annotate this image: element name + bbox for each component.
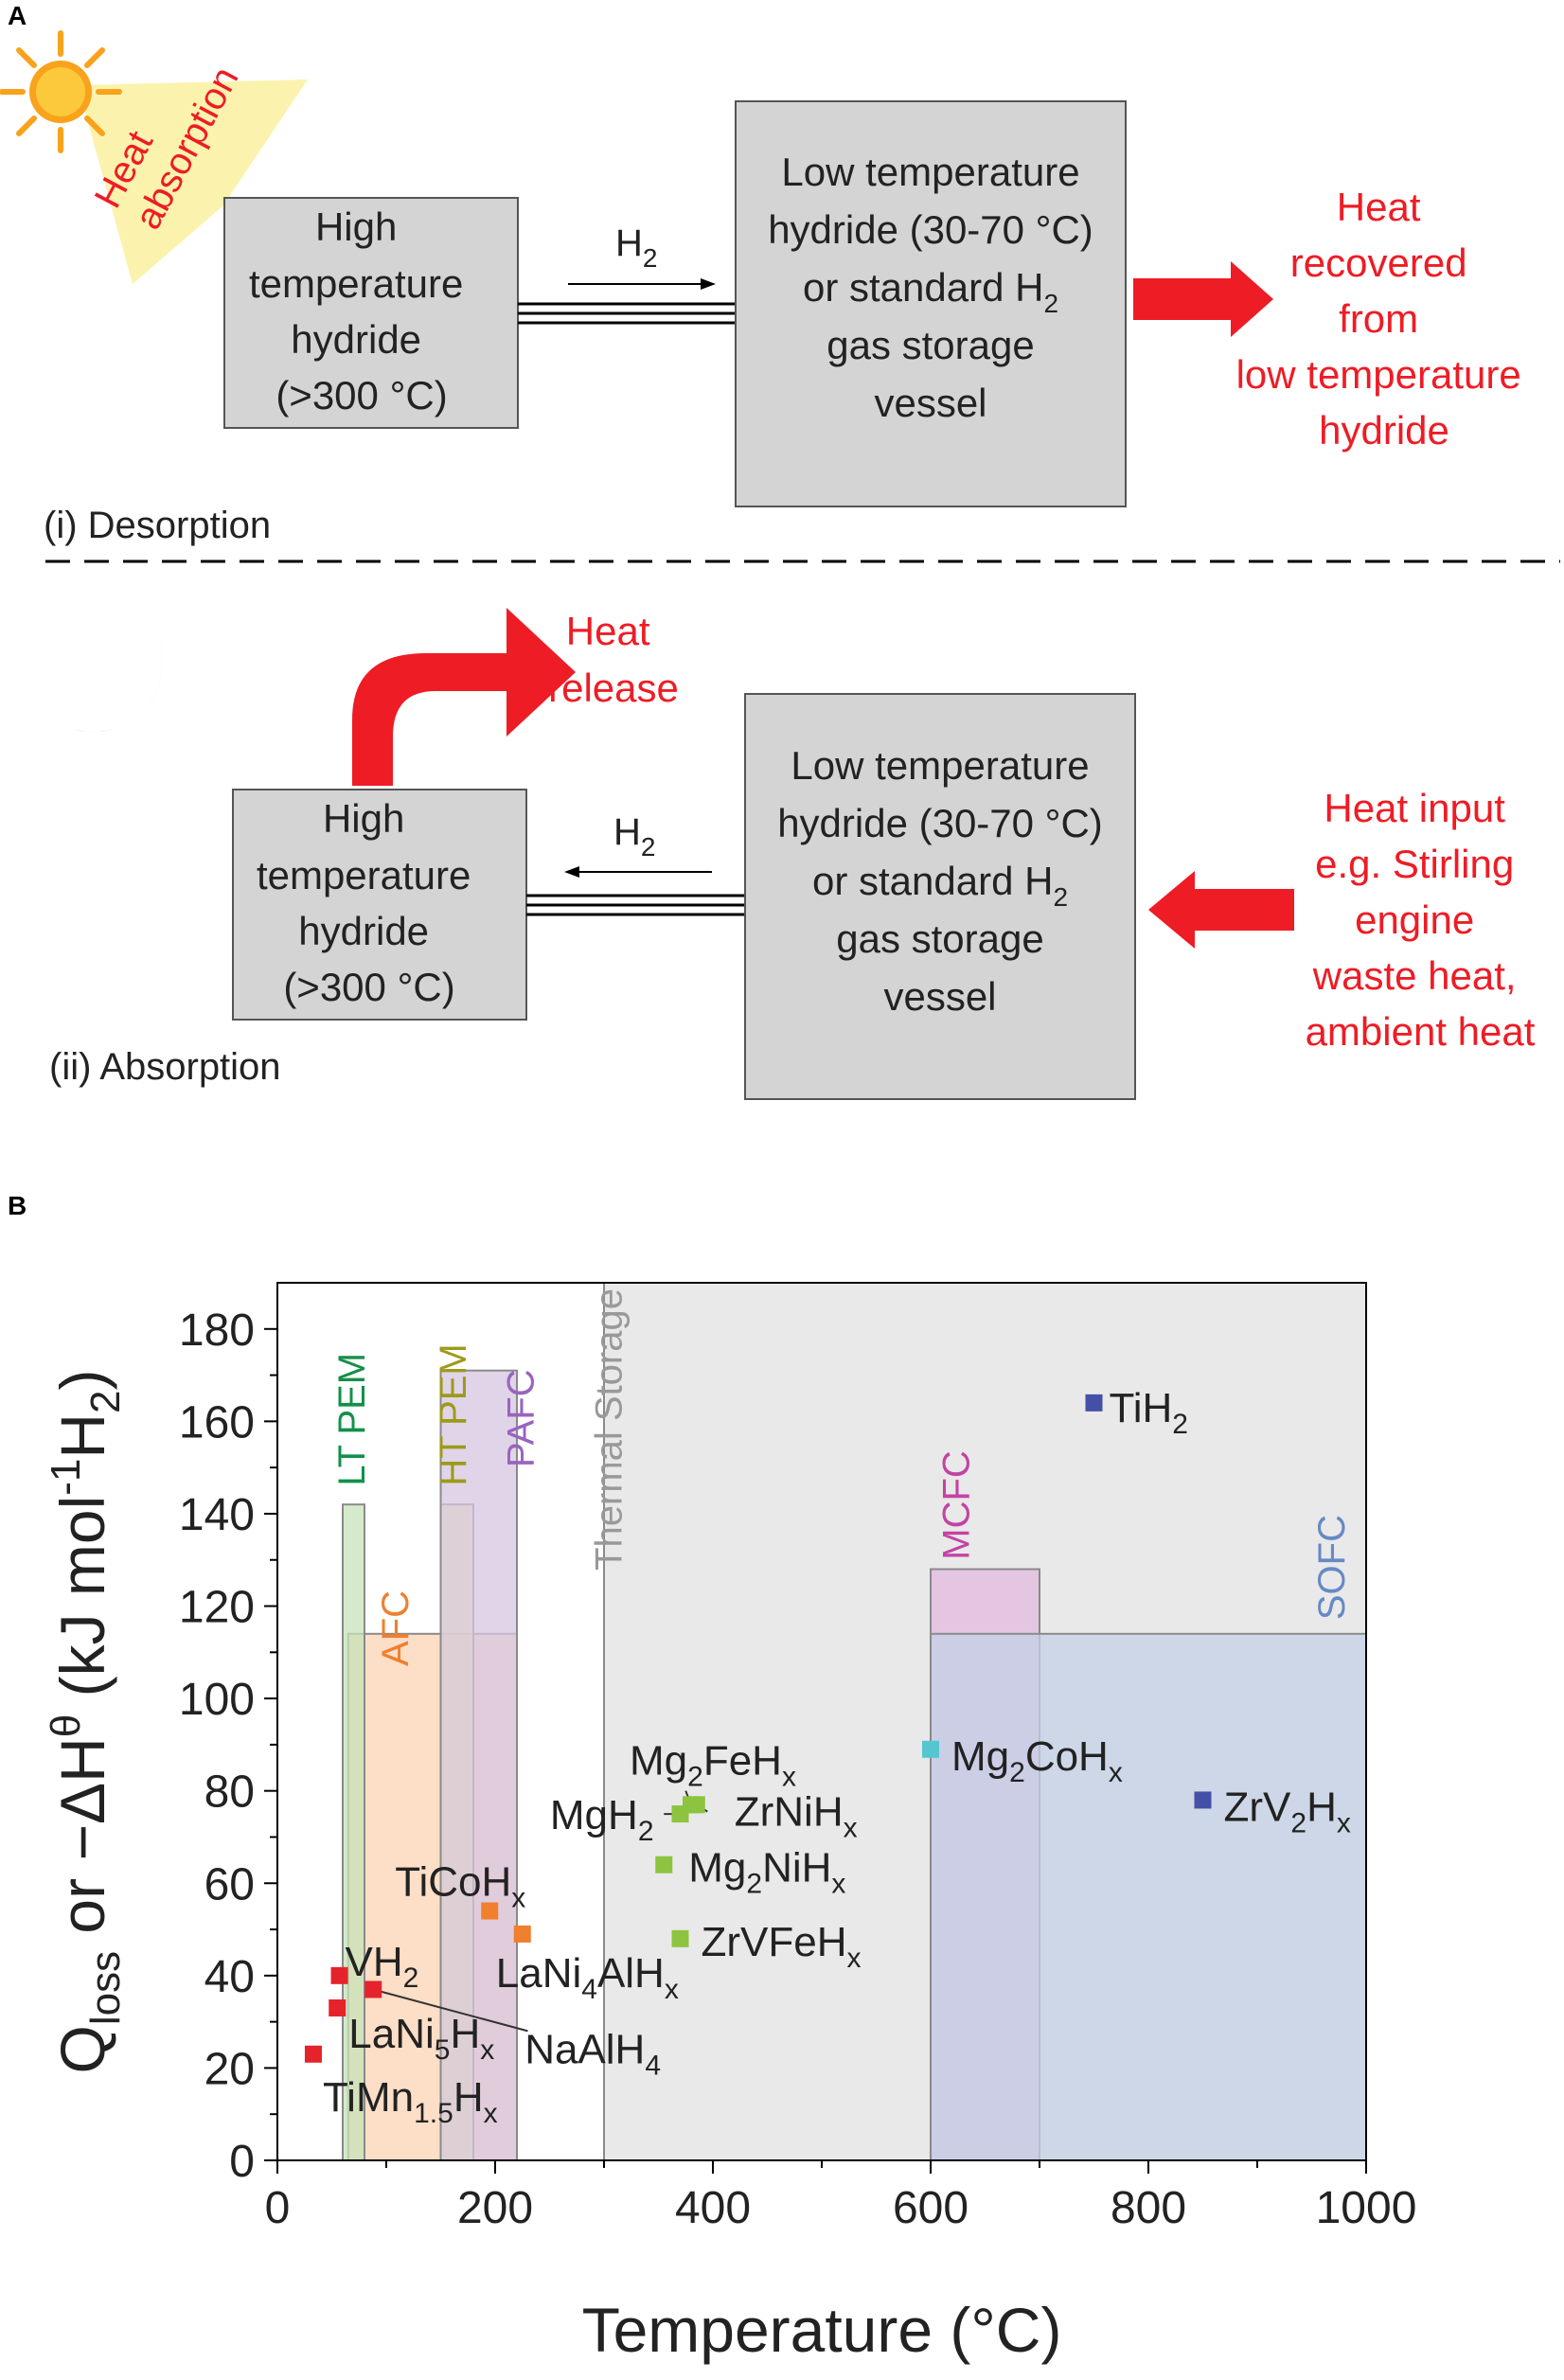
point-label-naalh4: NaAlH4 [524,2026,661,2081]
region-label-thermal-storage: Thermal Storage [588,1288,630,1571]
sun-icon [0,30,122,153]
x-tick-label: 0 [265,2183,291,2233]
point-label-zrv2hx: ZrV2Hx [1224,1784,1351,1838]
point-zrvfehx [671,1929,689,1947]
low-temp-hydride-text: Low temperature hydride (30-70 °C) or stan… [768,150,1093,425]
heat-recovered-arrow [1133,261,1273,337]
heat-recovered-label: Heat recovered from low temperature hydr… [1236,185,1533,453]
point-lani4alhx [513,1925,531,1943]
point-lani5hx [329,1998,347,2016]
h2-pipe [518,302,736,325]
absorption-caption: (ii) Absorption [49,1046,281,1088]
low-box-desorption-line: Low temperature [781,150,1079,194]
point-ticohx [481,1902,499,1920]
y-tick-label: 160 [179,1397,255,1448]
y-tick-label: 80 [204,1767,255,1818]
panel-b-label: B [8,1191,27,1220]
low-temp-hydride-box [735,100,1127,507]
low-box-desorption-line: or standard H2 [803,265,1058,318]
point-label-mg2fehx: Mg2FeHx [630,1737,796,1792]
region-pafc [439,1369,518,2161]
heat-input-label: Heat input e.g. Stirling engine waste he… [1306,786,1536,1054]
point-label-lani4alhx: LaNi4AlHx [496,1950,679,2005]
x-tick-label: 600 [893,2183,969,2233]
low-box-absorption-line: hydride (30-70 °C) [777,801,1103,845]
point-zrv2hx [1194,1791,1212,1809]
y-tick-label: 20 [204,2044,255,2094]
point-vh2 [330,1966,348,1984]
panel-a-label: A [8,1,27,30]
low-temp-hydride-text-2: Low temperature hydride (30-70 °C) or stan… [777,743,1103,1019]
y-tick-label: 140 [179,1490,255,1540]
h2-pipe-2 [526,894,745,916]
high-temp-hydride-box-2 [232,789,527,1021]
point-label-vh2: VH2 [346,1939,419,1994]
point-label-timn1-5hx: TiMn1.5Hx [323,2074,498,2129]
y-tick-label: 0 [229,2137,255,2187]
moon-icon [44,613,163,733]
point-label-ticohx: TiCoHx [395,1859,525,1914]
point-label-mg2nihx: Mg2NiHx [688,1845,845,1900]
absorption-section: Heat release High temperature hydride (>… [44,608,1536,1100]
y-tick-label: 100 [179,1675,255,1725]
desorption-section: Heat absorption High temperature hydride… [0,30,1533,546]
heat-input-arrow [1148,871,1294,949]
point-label-zrnihx: ZrNiHx [735,1788,858,1843]
y-tick-label: 60 [204,1859,255,1909]
region-lt-pem [342,1503,365,2161]
point-mgh2 [671,1805,689,1823]
y-tick-label: 120 [179,1583,255,1633]
region-label-afc: AFC [375,1590,417,1666]
x-tick-label: 800 [1111,2183,1186,2233]
low-box-absorption-line: vessel [883,974,996,1019]
low-box-absorption-line: Low temperature [791,743,1089,788]
point-naalh4 [364,1980,382,1998]
low-box-desorption-line: gas storage [826,323,1034,367]
region-label-ht-pem: HT PEM [433,1343,474,1485]
point-label-lani5hx: LaNi5Hx [348,2011,494,2066]
low-box-absorption-line: gas storage [836,916,1043,961]
x-tick-label: 400 [675,2183,751,2233]
y-tick-label: 180 [179,1305,255,1356]
point-label-zrvfehx: ZrVFeHx [702,1919,862,1974]
heat-release-arrow [352,608,576,786]
low-box-absorption-line: or standard H2 [812,859,1068,912]
region-label-mcfc: MCFC [935,1450,977,1560]
y-axis-label: Qloss or −ΔHθ (kJ mol-1H2) [43,1370,129,2074]
x-tick-label: 1000 [1316,2183,1417,2233]
low-temp-hydride-box-2 [744,693,1136,1100]
high-temp-hydride-text-2: High temperature hydride (>300 °C) [257,796,482,1009]
leader-line [372,1988,528,2033]
point-tih2 [1085,1394,1103,1412]
h2-flow-arrow-2 [564,866,712,878]
point-timn1-5hx [304,2045,322,2063]
y-tick-label: 40 [204,1952,255,2002]
h2-label-2: H2 [613,811,655,861]
point-mg2nihx [655,1856,673,1874]
point-label-tih2: TiH2 [1110,1385,1188,1440]
region-sofc [930,1632,1367,2162]
x-axis-label: Temperature (°C) [582,2295,1062,2365]
desorption-caption: (i) Desorption [44,505,271,546]
h2-flow-arrow [568,278,716,290]
point-label-mgh2: MgH2 [550,1792,654,1847]
heat-release-label: Heat release [548,609,679,710]
low-box-desorption-line: hydride (30-70 °C) [768,207,1093,252]
region-label-lt-pem: LT PEM [331,1353,373,1486]
x-tick-label: 200 [457,2183,533,2233]
high-temp-hydride-text: High temperature hydride (>300 °C) [249,204,474,417]
h2-label: H2 [615,222,657,273]
region-label-pafc: PAFC [500,1369,542,1467]
point-label-mg2cohx: Mg2CoHx [951,1733,1123,1788]
heat-absorption-beam [78,80,308,284]
point-mg2cohx [922,1740,939,1758]
region-label-sofc: SOFC [1311,1515,1353,1620]
point-zrnihx [687,1796,705,1814]
low-box-desorption-line: vessel [874,381,986,425]
